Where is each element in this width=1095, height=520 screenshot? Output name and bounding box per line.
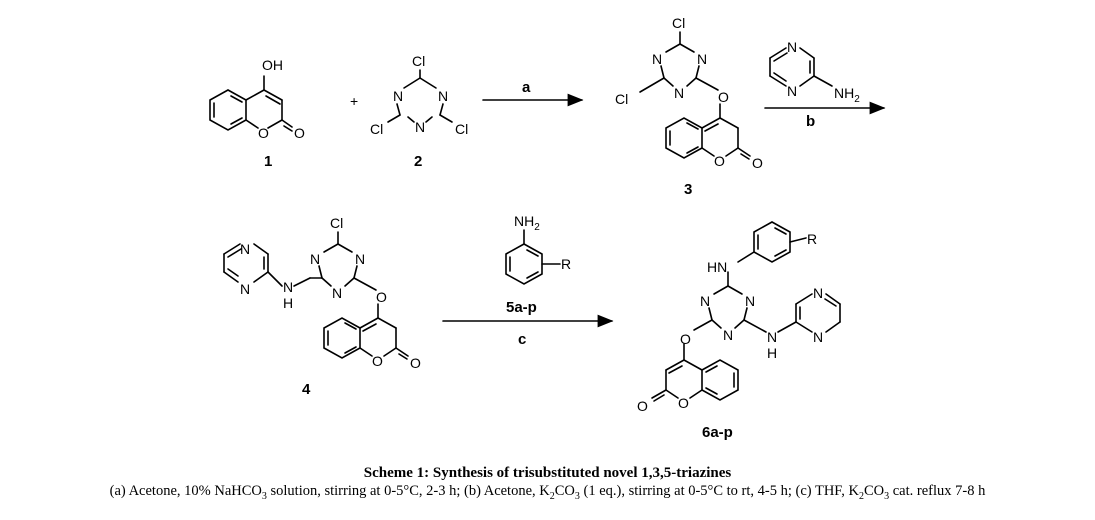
aminopyrazine-reagent-structure — [769, 47, 833, 87]
compound-2-structure — [387, 69, 453, 123]
scheme-title: Scheme 1: Synthesis of trisubstituted no… — [363, 465, 732, 481]
aniline-reagent-structure — [505, 229, 561, 285]
compound-4-label: 4 — [302, 381, 311, 398]
compound-3-label: 3 — [684, 181, 692, 198]
triazine-nitrogen-label: N — [332, 285, 342, 301]
compound-5-label: 5a-p — [506, 299, 537, 316]
reaction-conditions: (a) Acetone, 10% NaHCO3 solution, stirri… — [109, 483, 986, 502]
triazine-nitrogen-label: N — [745, 293, 755, 309]
carbonyl-oxygen-label: O — [752, 155, 763, 171]
scheme-caption: Scheme 1: Synthesis of trisubstituted no… — [0, 464, 1095, 506]
amine-label: NH2 — [514, 213, 540, 233]
compound-6-label: 6a-p — [702, 424, 733, 441]
amine-hydrogen-label: H — [767, 345, 777, 361]
chlorine-label: Cl — [615, 91, 628, 107]
compound-6-structure — [651, 221, 841, 402]
pyrazine-nitrogen-label: N — [813, 285, 823, 301]
chlorine-label: Cl — [330, 215, 343, 231]
substituent-r-label: R — [807, 231, 817, 247]
reagent-b-label: b — [806, 113, 815, 130]
carbonyl-oxygen-label: O — [410, 355, 421, 371]
compound-4-structure — [223, 231, 409, 360]
triazine-nitrogen-label: N — [723, 327, 733, 343]
ether-oxygen-label: O — [680, 331, 691, 347]
triazine-nitrogen-label: N — [393, 88, 403, 104]
substituent-r-label: R — [561, 256, 571, 272]
chlorine-label: Cl — [455, 121, 468, 137]
carbonyl-oxygen-label: O — [294, 125, 305, 141]
chlorine-label: Cl — [370, 121, 383, 137]
triazine-nitrogen-label: N — [438, 88, 448, 104]
pyrazine-nitrogen-label: N — [787, 83, 797, 99]
ring-oxygen-label: O — [678, 395, 689, 411]
plus-sign: + — [350, 93, 358, 109]
triazine-nitrogen-label: N — [674, 85, 684, 101]
ether-oxygen-label: O — [718, 89, 729, 105]
triazine-nitrogen-label: N — [310, 251, 320, 267]
triazine-nitrogen-label: N — [415, 119, 425, 135]
compound-3-structure — [639, 31, 751, 160]
triazine-nitrogen-label: N — [697, 51, 707, 67]
ether-oxygen-label: O — [376, 289, 387, 305]
amine-nitrogen-label: N — [767, 329, 777, 345]
reaction-scheme: OH O O 1 + Cl N N N Cl Cl 2 a — [209, 15, 886, 441]
reagent-c-label: c — [518, 331, 526, 348]
compound-1-label: 1 — [264, 153, 272, 170]
triazine-nitrogen-label: N — [700, 293, 710, 309]
compound-2-label: 2 — [414, 153, 422, 170]
chlorine-label: Cl — [412, 53, 425, 69]
pyrazine-nitrogen-label: N — [813, 329, 823, 345]
chlorine-label: Cl — [672, 15, 685, 31]
ring-oxygen-label: O — [714, 153, 725, 169]
reagent-a-label: a — [522, 79, 531, 96]
amine-hydrogen-label: H — [283, 295, 293, 311]
amine-label: NH2 — [834, 85, 860, 105]
ring-oxygen-label: O — [372, 353, 383, 369]
pyrazine-nitrogen-label: N — [240, 241, 250, 257]
compound-1-structure — [209, 75, 293, 132]
amine-label: HN — [707, 259, 727, 275]
hydroxy-label: OH — [262, 57, 283, 73]
amine-nitrogen-label: N — [283, 279, 293, 295]
pyrazine-nitrogen-label: N — [787, 39, 797, 55]
ring-oxygen-label: O — [258, 125, 269, 141]
triazine-nitrogen-label: N — [355, 251, 365, 267]
triazine-nitrogen-label: N — [652, 51, 662, 67]
pyrazine-nitrogen-label: N — [240, 281, 250, 297]
carbonyl-oxygen-label: O — [637, 398, 648, 414]
